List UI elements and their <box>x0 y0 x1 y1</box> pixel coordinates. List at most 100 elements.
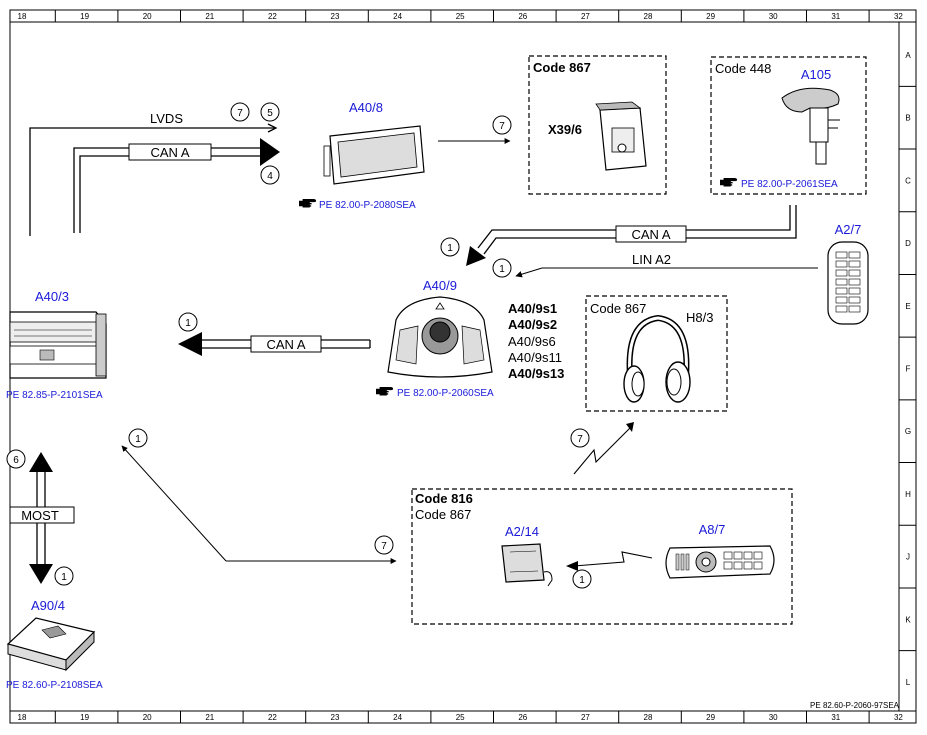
switch-a40-9s1: A40/9s1 <box>508 301 557 316</box>
grid-column-label: 21 <box>205 12 214 21</box>
svg-text:6: 6 <box>13 455 19 466</box>
a40-3-label: A40/3 <box>35 289 69 304</box>
grid-column-label: 31 <box>831 12 840 21</box>
switch-a40-9s6: A40/9s6 <box>508 334 556 349</box>
can-a-label-top: CAN A <box>150 145 189 160</box>
svg-text:7: 7 <box>499 121 505 132</box>
display-icon <box>323 125 425 185</box>
grid-row-label: E <box>905 302 910 311</box>
grid-column-label: 31 <box>831 713 840 722</box>
grid-row-label: D <box>905 239 911 248</box>
svg-text:1: 1 <box>61 572 67 583</box>
grid-row-label: K <box>905 615 911 624</box>
frame: 1818191920202121222223232424252526262727… <box>9 9 917 724</box>
x39-6-label: X39/6 <box>548 122 582 137</box>
selector-lever-icon <box>781 87 840 165</box>
code-867-box-x39-6: Code 867 X39/6 <box>528 55 667 195</box>
grid-column-label: 24 <box>393 713 402 722</box>
component-a40-8: A40/8 PE 82.00-P-2080SEA <box>299 100 425 211</box>
wireless-link-remote: 1 <box>566 551 653 589</box>
grid-column-label: 27 <box>581 12 590 21</box>
head-unit-icon <box>9 311 107 379</box>
a105-label: A105 <box>801 67 831 82</box>
grid-column-label: 30 <box>769 713 778 722</box>
svg-text:1: 1 <box>185 318 191 329</box>
can-a-bus-top: CAN A <box>73 138 280 233</box>
grid-column-label: 25 <box>456 12 465 21</box>
can-a-bus-a105: CAN A 1 <box>440 205 797 266</box>
a8-7-label: A8/7 <box>699 522 726 537</box>
rear-remote-icon <box>827 241 869 325</box>
grid-row-label: F <box>906 365 911 374</box>
switch-a40-9s13: A40/9s13 <box>508 366 564 381</box>
a90-4-label: A90/4 <box>31 598 65 613</box>
hand-pointer-icon <box>720 178 738 187</box>
grid-column-label: 28 <box>644 12 653 21</box>
code-867-label-1: Code 867 <box>533 60 591 75</box>
grid-column-label: 25 <box>456 713 465 722</box>
grid-column-label: 24 <box>393 12 402 21</box>
code-448-label: Code 448 <box>715 61 771 76</box>
hand-pointer-icon <box>376 387 394 396</box>
grid-column-label: 28 <box>644 713 653 722</box>
svg-text:4: 4 <box>267 171 273 182</box>
grid-column-label: 18 <box>18 12 27 21</box>
component-a90-4: A90/4 PE 82.60-P-2108SEA <box>6 598 103 691</box>
grid-column-label: 26 <box>518 12 527 21</box>
grid-row-label: H <box>905 490 911 499</box>
marker-7-lvds: 7 <box>230 102 250 122</box>
component-a40-9: A40/9 PE 82.00-P-2060SEA <box>376 278 494 399</box>
a40-9-switch-list: A40/9s1 A40/9s2 A40/9s6 A40/9s11 A40/9s1… <box>508 301 564 381</box>
can-a-label-left: CAN A <box>266 337 305 352</box>
grid-row-label: A <box>905 51 911 60</box>
grid-column-label: 23 <box>331 12 340 21</box>
lin-a2-line: LIN A2 1 <box>492 252 818 278</box>
link-a40-8-to-x39-6: 7 <box>438 115 512 144</box>
most-bus: MOST 6 1 <box>6 449 75 586</box>
ref-2060[interactable]: PE 82.00-P-2060SEA <box>397 388 494 399</box>
remote-control-icon <box>665 545 775 579</box>
grid-row-label: G <box>905 427 911 436</box>
ref-2108[interactable]: PE 82.60-P-2108SEA <box>6 680 103 691</box>
code-867-box-h8-3: Code 867 H8/3 <box>585 295 728 412</box>
switch-a40-9s11: A40/9s11 <box>508 350 562 365</box>
headphones-icon <box>623 314 691 403</box>
grid-column-label: 20 <box>143 12 152 21</box>
ref-2061[interactable]: PE 82.00-P-2061SEA <box>741 179 838 190</box>
h8-3-label: H8/3 <box>686 310 713 325</box>
grid-column-label: 22 <box>268 12 277 21</box>
grid-column-label: 29 <box>706 12 715 21</box>
ref-2080[interactable]: PE 82.00-P-2080SEA <box>319 200 416 211</box>
grid-column-label: 29 <box>706 713 715 722</box>
lin-a2-label: LIN A2 <box>632 252 671 267</box>
grid-row-label: L <box>906 678 911 687</box>
wireless-link-headphones: 7 <box>570 422 634 475</box>
grid-column-label: 22 <box>268 713 277 722</box>
grid-column-label: 23 <box>331 713 340 722</box>
grid-column-label: 18 <box>18 713 27 722</box>
svg-text:1: 1 <box>447 243 453 254</box>
grid-column-label: 32 <box>894 713 903 722</box>
usb-socket-icon <box>595 101 647 171</box>
can-a-bus-left: CAN A 1 <box>178 312 371 356</box>
grid-column-label: 19 <box>80 12 89 21</box>
component-a2-7: A2/7 <box>827 222 869 325</box>
grid-column-label: 20 <box>143 713 152 722</box>
code-448-box-a105: Code 448 A105 PE 82.00-P-2061SEA <box>710 56 867 195</box>
grid-column-label: 21 <box>205 713 214 722</box>
svg-text:5: 5 <box>267 108 273 119</box>
most-label: MOST <box>21 508 59 523</box>
link-a40-3-to-code-816: 1 7 <box>121 428 397 564</box>
hand-pointer-icon <box>299 199 317 208</box>
svg-text:7: 7 <box>577 434 583 445</box>
ref-2101[interactable]: PE 82.85-P-2101SEA <box>6 390 103 401</box>
grid-row-label: J <box>906 553 910 562</box>
can-a-label-a105: CAN A <box>631 227 670 242</box>
a2-14-label: A2/14 <box>505 524 539 539</box>
component-a40-3: A40/3 PE 82.85-P-2101SEA <box>6 289 107 401</box>
code-867-label-3: Code 867 <box>415 507 471 522</box>
tuner-module-icon <box>6 617 96 672</box>
svg-text:7: 7 <box>381 541 387 552</box>
